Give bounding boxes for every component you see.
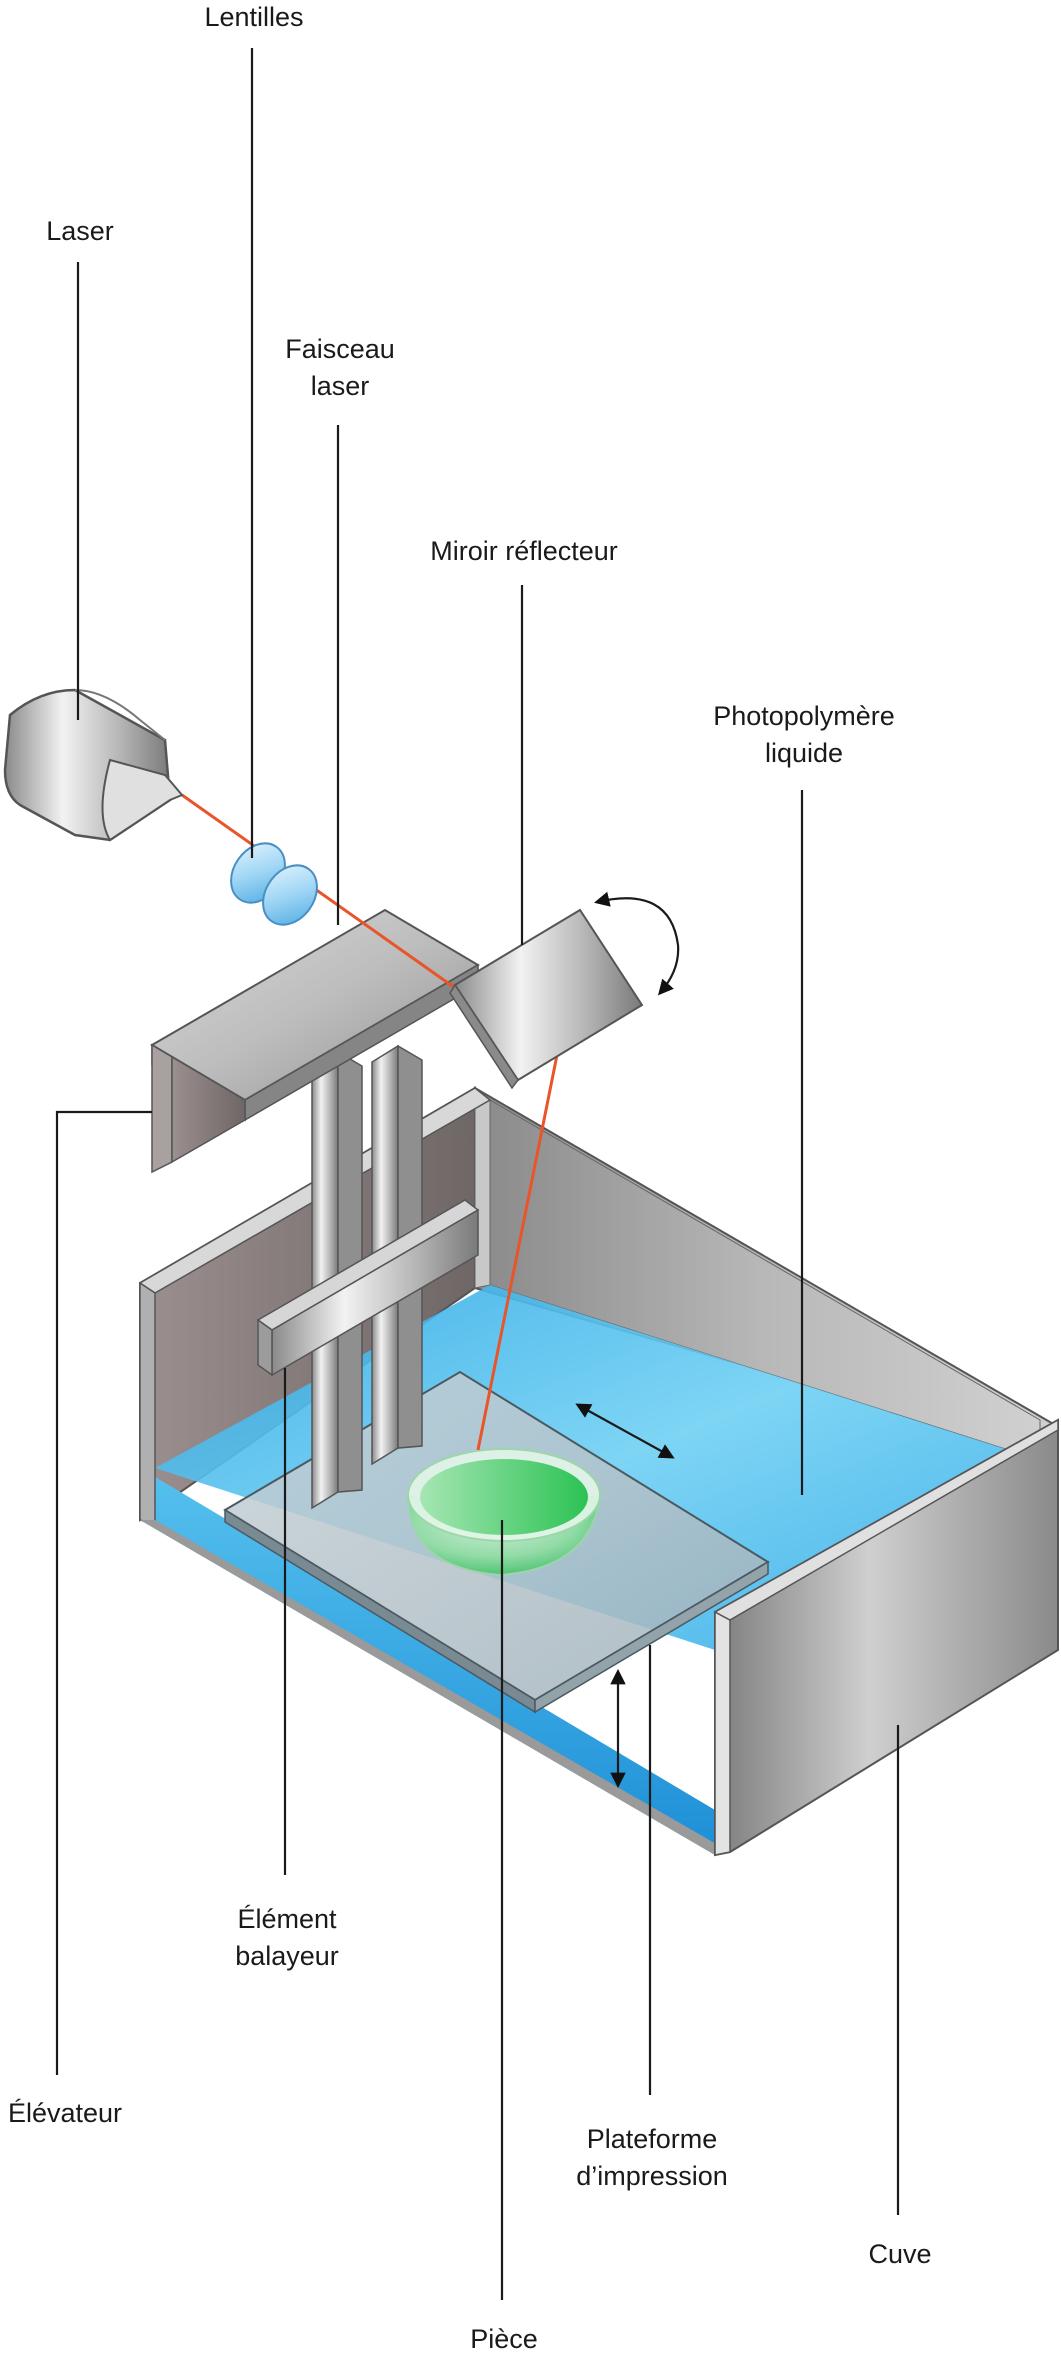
label-element-line1: Élément <box>237 1904 337 1934</box>
label-faisceau-line2: laser <box>311 371 370 401</box>
label-elevateur: Élévateur <box>8 2098 122 2128</box>
label-faisceau-line1: Faisceau <box>285 334 395 364</box>
element-balayeur <box>256 1199 480 1377</box>
label-lentilles: Lentilles <box>204 2 303 32</box>
label-laser: Laser <box>46 216 114 246</box>
label-element-line2: balayeur <box>235 1941 339 1971</box>
lentilles-lenses <box>230 842 318 926</box>
cuve-front-wall <box>140 1418 1059 1857</box>
label-plateforme-line2: d’impression <box>576 2161 728 2191</box>
miroir-reflecteur <box>449 908 644 1090</box>
label-plateforme-line1: Plateforme <box>587 2124 718 2154</box>
leader-lines <box>55 48 900 2300</box>
elevateur <box>150 908 480 1510</box>
rotation-arrow-icon <box>593 891 680 996</box>
horizontal-arrow-icon <box>575 1403 675 1459</box>
diagram-labels: Lentilles Laser Faisceau laser Miroir ré… <box>8 2 932 2354</box>
piece-part <box>406 1448 602 1577</box>
label-piece: Pièce <box>470 2324 538 2354</box>
label-photopolymere-line2: liquide <box>765 738 843 768</box>
label-photopolymere-line1: Photopolymère <box>713 701 895 731</box>
laser-beam <box>181 793 560 1451</box>
laser-source <box>3 688 184 842</box>
label-cuve: Cuve <box>868 2239 931 2269</box>
label-miroir: Miroir réflecteur <box>430 536 618 566</box>
